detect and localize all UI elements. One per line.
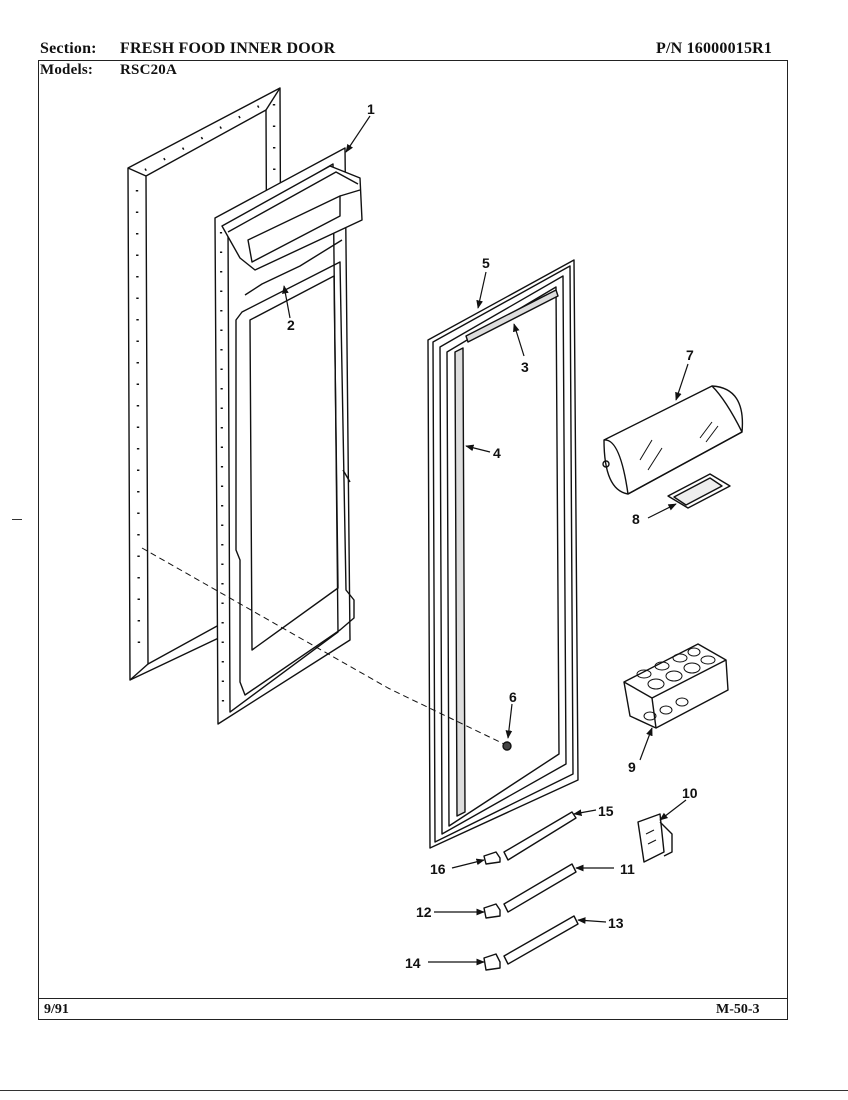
footer-page-code: M-50-3 (716, 1002, 760, 1017)
callout-8: 8 (632, 511, 640, 527)
callout-5: 5 (482, 255, 490, 271)
shelf-bar-13 (503, 915, 579, 965)
callout-4: 4 (493, 445, 501, 461)
shelf-bar-11 (503, 863, 577, 913)
callout-1: 1 (367, 101, 375, 117)
callout-3: 3 (521, 359, 529, 375)
retainer-clip (637, 813, 673, 863)
dairy-door (602, 385, 744, 495)
callout-12: 12 (416, 904, 432, 920)
part-number: P/N 16000015R1 (656, 40, 773, 57)
callout-2: 2 (287, 317, 295, 333)
inner-door-liner (214, 147, 363, 725)
door-gasket-liner (427, 259, 579, 849)
egg-tray (623, 643, 729, 729)
callout-7: 7 (686, 347, 694, 363)
models-value: RSC20A (120, 62, 178, 78)
end-cap-14 (483, 953, 501, 971)
scan-edge-line (0, 1090, 848, 1091)
shelf-bar-15 (503, 811, 577, 861)
callout-6: 6 (509, 689, 517, 705)
callout-16: 16 (430, 861, 446, 877)
end-cap-12 (483, 903, 501, 919)
section-label: Section: (40, 40, 97, 57)
footer-divider (38, 998, 788, 999)
end-cap-16 (483, 851, 501, 865)
callout-13: 13 (608, 915, 624, 931)
callout-10: 10 (682, 785, 698, 801)
diagram-frame (38, 60, 788, 1020)
callout-15: 15 (598, 803, 614, 819)
callout-11: 11 (620, 861, 635, 877)
callout-9: 9 (628, 759, 636, 775)
models-label: Models: (40, 62, 94, 78)
callout-14: 14 (405, 955, 421, 971)
footer-date: 9/91 (44, 1002, 69, 1017)
dairy-door-handle (667, 473, 731, 509)
section-title: FRESH FOOD INNER DOOR (120, 40, 336, 57)
scan-tick-mark (12, 519, 22, 520)
